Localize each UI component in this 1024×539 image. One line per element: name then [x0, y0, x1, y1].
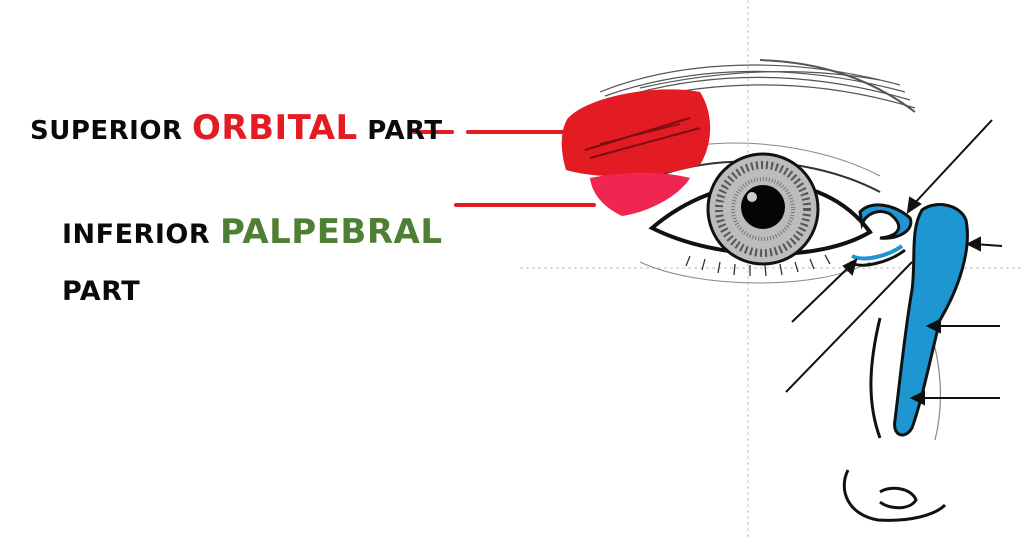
inferior-prefix: INFERIOR	[62, 219, 221, 250]
superior-suffix: PART	[357, 116, 443, 146]
palpebral-part-gland	[590, 172, 690, 216]
inferior-part-line2: PART	[62, 276, 141, 307]
inferior-palpebral-part-label: INFERIOR PALPEBRAL	[62, 212, 443, 252]
lower-lashes	[685, 254, 831, 277]
superior-orbital-part-label: SUPERIOR ORBITAL PART	[30, 108, 443, 148]
pupil	[741, 185, 785, 229]
superior-prefix: SUPERIOR	[30, 116, 193, 146]
orbital-part-gland	[561, 89, 711, 177]
lacrimal-drainage-system	[849, 203, 969, 437]
palpebral-highlight: PALPEBRAL	[220, 212, 443, 252]
pointer-arrows	[785, 119, 1003, 406]
orbital-highlight: ORBITAL	[192, 108, 358, 148]
nose-outline	[842, 317, 947, 522]
